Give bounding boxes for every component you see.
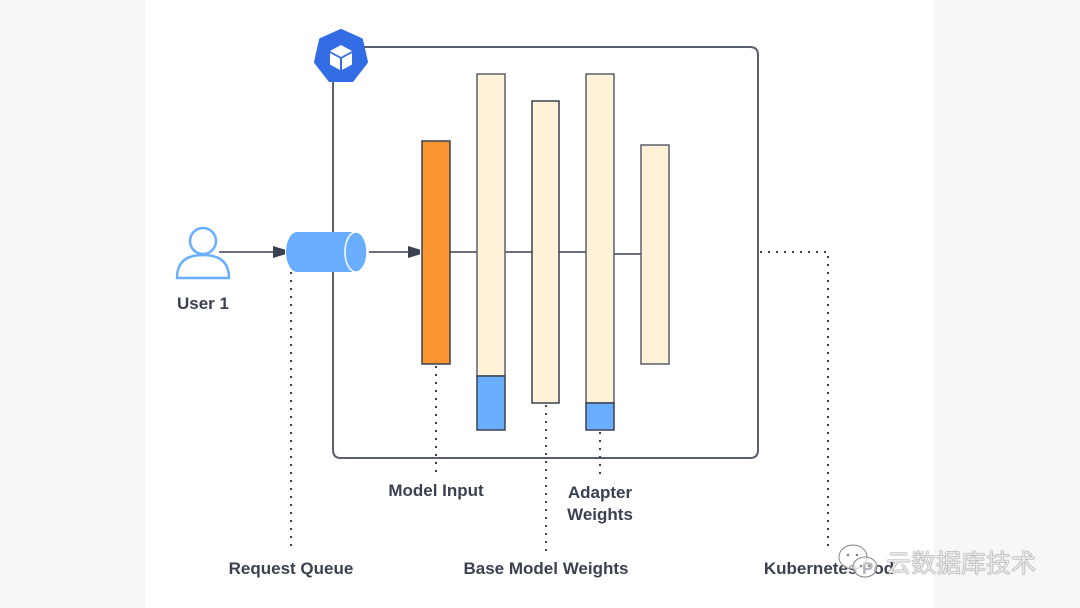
kubernetes-pod-container xyxy=(332,46,759,459)
base-weights-block xyxy=(585,73,615,404)
base-weights-block xyxy=(476,73,506,377)
layer-1[interactable] xyxy=(476,73,506,431)
label-user: User 1 xyxy=(177,294,229,313)
label-request-queue: Request Queue xyxy=(228,559,354,578)
label-model-input: Model Input xyxy=(388,481,484,500)
label-adapter-weights: Adapter Weights xyxy=(567,483,633,524)
adapter-weights-block xyxy=(476,375,506,431)
watermark: 云数据库技术 xyxy=(836,540,1036,584)
layer-4[interactable] xyxy=(640,144,670,365)
kubernetes-icon xyxy=(314,29,368,82)
leader-kubernetes-pod xyxy=(760,251,829,552)
user-icon xyxy=(175,226,231,280)
model-input-layer[interactable] xyxy=(421,140,451,365)
layer-2[interactable] xyxy=(531,100,560,404)
layer-3[interactable] xyxy=(585,73,615,431)
label-base-model-weights: Base Model Weights xyxy=(463,559,629,578)
watermark-text: 云数据库技术 xyxy=(886,549,1037,578)
adapter-weights-block xyxy=(585,402,615,431)
wechat-icon xyxy=(838,544,878,578)
request-queue-cylinder[interactable] xyxy=(286,231,368,273)
